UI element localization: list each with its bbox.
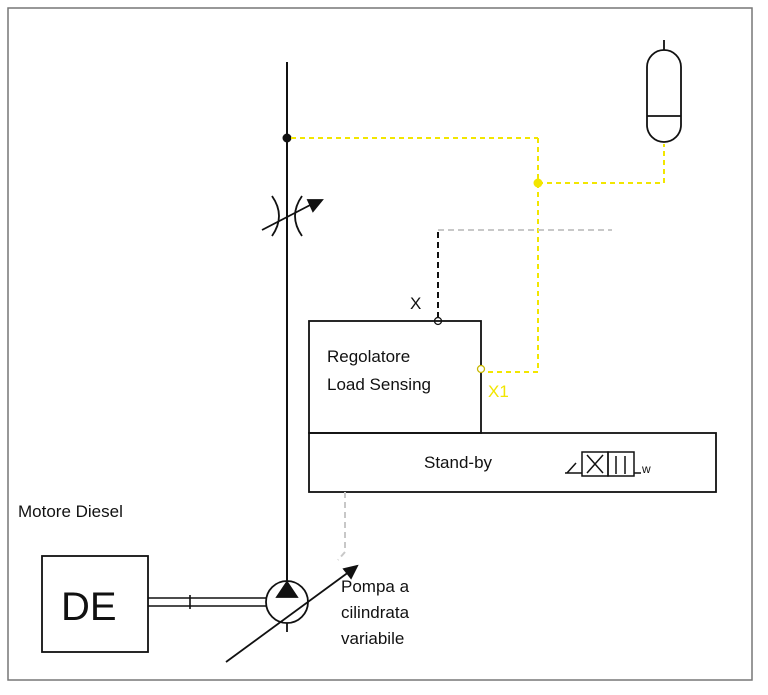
label-x-port: X (410, 294, 421, 313)
pilot-line-yellow (291, 137, 665, 373)
variable-throttle-symbol (261, 195, 324, 237)
pump-label-line2: cilindrata (341, 603, 410, 622)
accumulator-symbol (646, 40, 682, 143)
diagram-frame (7, 7, 753, 681)
engine-block-label: DE (61, 585, 117, 629)
drain-line (337, 492, 346, 561)
standby-valve-symbol (565, 451, 641, 477)
standby-box (308, 432, 717, 493)
label-x1-port: X1 (488, 382, 509, 401)
variable-pump-symbol (225, 564, 359, 663)
main-line-junction (282, 133, 292, 143)
regulator-label-line2: Load Sensing (327, 375, 431, 394)
engine-caption: Motore Diesel (18, 502, 123, 521)
ls-signal-line (437, 229, 612, 318)
port-x1 (476, 364, 486, 374)
drive-shaft (148, 595, 266, 609)
regulator-label-line1: Regolatore (327, 347, 410, 366)
diesel-engine-block (41, 555, 149, 653)
pump-label-line3: variabile (341, 629, 404, 648)
pilot-junction (533, 178, 543, 188)
standby-label: Stand-by (424, 453, 493, 472)
pump-label-line1: Pompa a (341, 577, 410, 596)
valve-w-label: w (641, 462, 651, 476)
